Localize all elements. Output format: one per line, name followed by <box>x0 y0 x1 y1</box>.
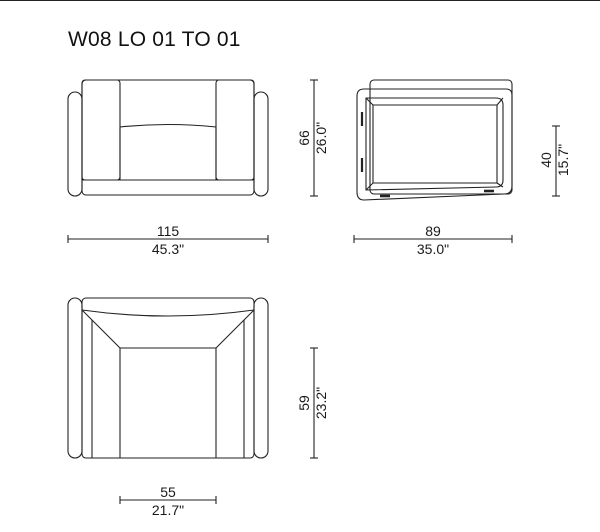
front-seat-cushion <box>119 123 217 181</box>
top-view-armchair <box>67 297 269 459</box>
side-back-outline <box>369 79 513 195</box>
front-height-dimension <box>310 79 318 197</box>
front-height-in-label: 26.0" <box>313 122 329 154</box>
front-left-arm-cushion <box>67 91 83 197</box>
top-seat-width-cm-label: 55 <box>160 484 176 500</box>
side-depth-in-label: 35.0" <box>417 241 449 257</box>
front-width-dimension <box>67 235 269 243</box>
top-seat-depth-in-label: 23.2" <box>313 387 329 419</box>
top-seat-cushion <box>119 347 217 459</box>
front-right-arm-cushion <box>253 91 269 197</box>
side-body-outline <box>356 88 513 201</box>
front-width-in-label: 45.3" <box>152 241 184 257</box>
top-body-outline <box>81 297 255 459</box>
side-depth-cm-label: 89 <box>425 223 441 239</box>
top-border-line <box>0 0 600 1</box>
top-seat-width-dimension <box>119 496 217 504</box>
top-seat-depth-cm-label: 59 <box>296 395 312 411</box>
side-view-armchair <box>356 79 513 201</box>
top-left-arm-cushion <box>67 297 83 459</box>
top-seat-width-in-label: 21.7" <box>152 502 184 518</box>
side-seat-in-label: 15.7" <box>555 144 571 176</box>
side-inner-panel <box>365 97 504 191</box>
top-right-arm-cushion <box>253 297 269 459</box>
side-seat-cm-label: 40 <box>538 152 554 168</box>
front-width-cm-label: 115 <box>157 223 180 239</box>
front-height-cm-label: 66 <box>296 130 312 146</box>
front-right-arm <box>215 79 255 181</box>
top-seat-depth-dimension <box>310 347 318 459</box>
top-back-curve <box>81 309 255 317</box>
product-code-title: W08 LO 01 TO 01 <box>68 28 241 51</box>
front-left-arm <box>81 79 121 181</box>
side-seat-panel <box>372 104 498 184</box>
front-body-outline <box>81 79 255 196</box>
side-seat-dimension <box>552 125 560 197</box>
front-view-armchair <box>67 79 269 197</box>
side-depth-dimension <box>353 235 513 243</box>
